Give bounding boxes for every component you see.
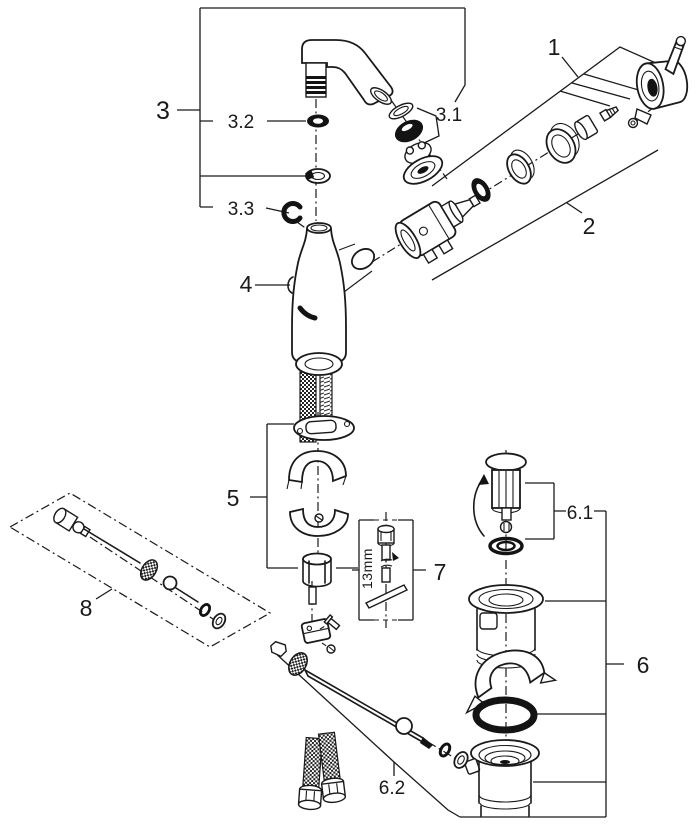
fastening-set-drawing <box>286 415 355 588</box>
tool-drawing <box>365 524 408 609</box>
waste-lower-drawing <box>464 739 540 817</box>
bracket-part6-2 <box>271 649 461 818</box>
body-drawing <box>287 222 376 363</box>
bracket-part2 <box>431 149 659 281</box>
o-ring-drawing <box>307 114 329 128</box>
handle-screw-drawing <box>598 106 620 122</box>
spout-drawing <box>301 39 394 106</box>
adapter-drawing <box>574 114 599 141</box>
callout-4: 4 <box>240 271 253 297</box>
bracket-part6 <box>460 511 624 818</box>
bracket-part3 <box>177 7 466 214</box>
handle-cap-drawing <box>627 108 652 129</box>
callout-6-2: 6.2 <box>379 778 405 799</box>
assembly-axes <box>59 99 660 773</box>
waste-o-ring-drawing <box>472 696 538 734</box>
callout-3-3: 3.3 <box>228 199 254 220</box>
tool-size-label: 13mm <box>359 548 375 589</box>
plug-drawing <box>473 452 527 556</box>
pull-rod-drawing <box>53 507 227 630</box>
callout-2: 2 <box>583 213 596 239</box>
handle-drawing <box>635 35 689 110</box>
callout-5: 5 <box>227 485 240 511</box>
bracket-part6-1 <box>525 482 606 540</box>
callout-7: 7 <box>434 559 447 585</box>
bracket-part1 <box>431 46 659 187</box>
callout-3: 3 <box>156 97 170 125</box>
rod-linkage-drawing <box>270 586 469 769</box>
aerator-drawing <box>388 102 444 185</box>
waste-upper-drawing <box>468 584 544 669</box>
callout-6-1: 6.1 <box>567 503 593 524</box>
callout-1: 1 <box>548 34 561 60</box>
supply-hoses-drawing <box>297 731 347 811</box>
slip-ring-drawing <box>506 149 535 185</box>
mounting-ring-drawing <box>545 122 580 164</box>
cartridge-drawing <box>394 194 481 265</box>
callout-3-2: 3.2 <box>228 112 254 133</box>
tool-box <box>358 519 414 621</box>
callout-6: 6 <box>637 652 650 678</box>
bracket-part8 <box>8 492 272 648</box>
retaining-clip-drawing <box>281 201 303 224</box>
callout-3-1: 3.1 <box>436 105 462 126</box>
bracket-part3-1 <box>416 107 440 144</box>
callout-8: 8 <box>80 595 93 621</box>
bracket-part5 <box>250 423 358 569</box>
cartridge-o-ring-drawing <box>471 178 491 202</box>
seal-drawing <box>305 168 331 184</box>
